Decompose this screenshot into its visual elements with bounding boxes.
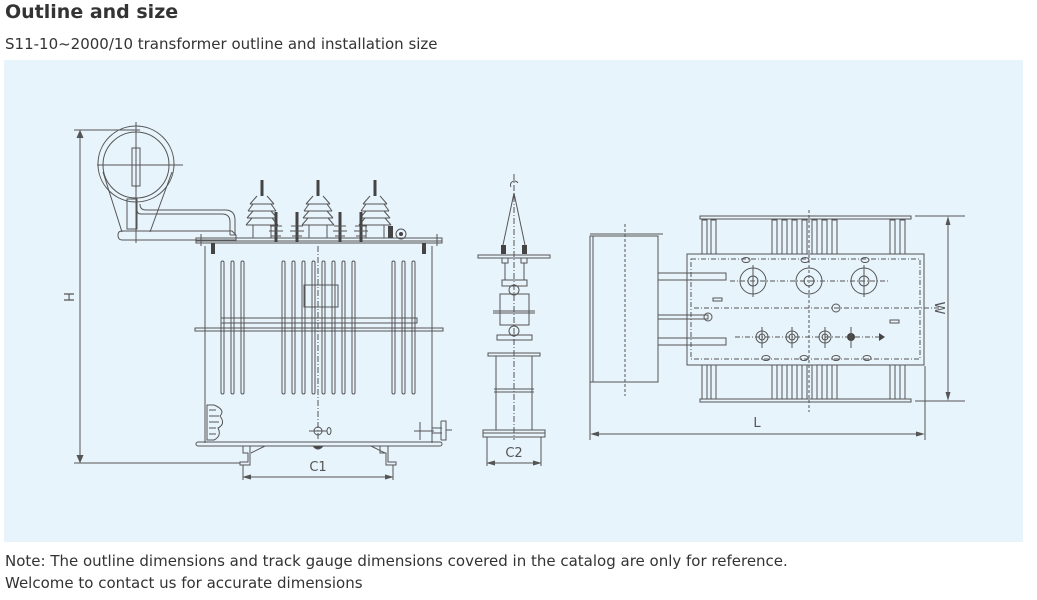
hv-bushing-holes bbox=[730, 265, 890, 297]
front-view: H bbox=[60, 122, 452, 480]
disclaimer-note: Note: The outline dimensions and track g… bbox=[5, 550, 788, 594]
drawing-panel: H bbox=[4, 60, 1023, 542]
note-line-2: Welcome to contact us for accurate dimen… bbox=[5, 574, 363, 592]
top-view: W L bbox=[589, 210, 965, 440]
height-label: H bbox=[60, 292, 75, 302]
width-label: W bbox=[931, 302, 946, 315]
lv-bushing-holes bbox=[735, 327, 885, 348]
side-view: C2 bbox=[477, 174, 551, 466]
transformer-drawing: H bbox=[60, 122, 965, 480]
c1-label: C1 bbox=[309, 460, 326, 475]
hv-bushings bbox=[245, 180, 392, 239]
drawing-caption: S11-10~2000/10 transformer outline and i… bbox=[5, 35, 438, 53]
section-title: Outline and size bbox=[5, 1, 179, 23]
lv-bushings bbox=[269, 212, 368, 242]
c2-label: C2 bbox=[505, 446, 522, 461]
note-line-1: Note: The outline dimensions and track g… bbox=[5, 552, 788, 570]
length-label: L bbox=[753, 416, 761, 431]
